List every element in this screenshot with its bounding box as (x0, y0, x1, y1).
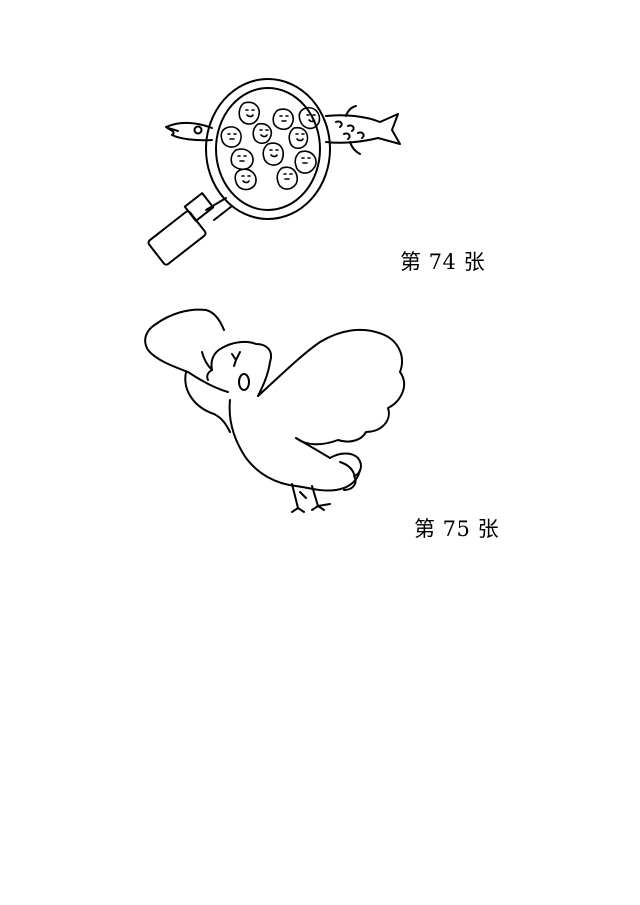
figure-75-caption: 第 75 张 (414, 517, 500, 541)
figure-74-caption: 第 74 张 (400, 250, 486, 274)
